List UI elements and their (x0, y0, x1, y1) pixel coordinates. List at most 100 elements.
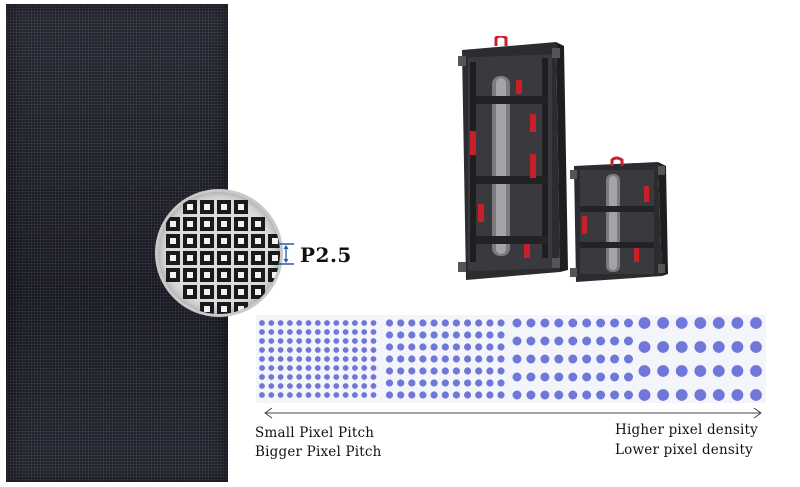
caption-lower-pixel-density: Lower pixel density (615, 442, 753, 458)
led-dot (540, 336, 550, 346)
led-dot (675, 341, 688, 353)
led-dot (408, 367, 416, 375)
magnified-led (251, 285, 265, 299)
led-dot (497, 319, 505, 327)
led-dot (333, 383, 340, 389)
magnified-led (200, 234, 214, 248)
magnified-led (200, 302, 214, 314)
led-dot (361, 383, 368, 389)
led-dot (259, 320, 265, 326)
led-dot (441, 319, 449, 327)
led-dot (486, 367, 494, 375)
led-dot (712, 341, 725, 353)
pitch-group (512, 318, 633, 400)
led-dot (296, 329, 303, 335)
led-dot (296, 365, 303, 371)
led-dot (324, 320, 330, 326)
led-dot (268, 365, 275, 371)
led-dot (712, 365, 725, 377)
magnified-led (268, 251, 280, 265)
led-dot (408, 331, 416, 339)
magnified-led (217, 302, 231, 314)
led-dot (526, 372, 536, 382)
led-dot (408, 343, 416, 351)
led-dot (305, 383, 312, 389)
led-dot (305, 356, 312, 362)
led-dot (268, 320, 275, 326)
led-dot (361, 320, 368, 326)
led-dot (314, 392, 321, 398)
small-cabinet (570, 156, 668, 282)
led-dot (486, 379, 494, 387)
led-dot (452, 355, 460, 363)
pitch-group (638, 317, 762, 401)
led-dot (657, 341, 669, 353)
magnified-led (234, 200, 248, 214)
led-dot (352, 329, 358, 335)
magnified-led (200, 251, 214, 265)
led-dot (352, 338, 358, 344)
magnified-led (183, 234, 197, 248)
led-dot (624, 390, 633, 400)
led-dot (486, 331, 494, 339)
led-dot (430, 379, 438, 387)
led-dot (342, 374, 349, 380)
led-dot (268, 356, 275, 362)
led-dot (638, 365, 651, 377)
led-dot (419, 343, 427, 351)
led-dot (731, 389, 744, 401)
led-dot (277, 392, 284, 398)
led-dot (512, 318, 522, 328)
led-dot (397, 319, 405, 327)
led-dot (568, 390, 578, 400)
led-dot (441, 391, 449, 399)
led-dot (408, 379, 416, 387)
magnified-led (183, 268, 197, 282)
led-dot (452, 367, 460, 375)
magnified-led (183, 285, 197, 299)
led-dot (268, 329, 275, 335)
led-dot (370, 347, 377, 353)
led-dot (287, 329, 293, 335)
led-dot (540, 390, 550, 400)
led-dot (512, 372, 522, 382)
led-dot (361, 392, 368, 398)
led-dot (361, 374, 368, 380)
led-dot (497, 367, 505, 375)
led-dot (370, 374, 377, 380)
led-dot (333, 338, 340, 344)
magnified-led (200, 285, 214, 299)
led-dot (287, 347, 293, 353)
led-dot (333, 392, 340, 398)
led-dot (596, 372, 606, 382)
led-dot (624, 372, 633, 382)
led-dot (277, 320, 284, 326)
led-dot (475, 367, 483, 375)
led-dot (333, 365, 340, 371)
led-dot (430, 355, 438, 363)
led-dot (314, 338, 321, 344)
pixel-pitch-comparison (256, 315, 766, 403)
magnified-led (183, 217, 197, 231)
led-dot (361, 338, 368, 344)
caption-higher-pixel-density: Higher pixel density (615, 422, 758, 438)
led-dot (342, 356, 349, 362)
led-dot (259, 338, 265, 344)
led-dot (352, 374, 358, 380)
led-dot (554, 354, 564, 364)
led-dot (268, 347, 275, 353)
led-dot (657, 365, 669, 377)
pitch-group (259, 320, 377, 398)
magnified-led (268, 268, 280, 282)
led-dot (624, 318, 633, 328)
led-dot (352, 392, 358, 398)
led-dot (750, 317, 762, 329)
led-dot (370, 338, 377, 344)
led-dot (554, 318, 564, 328)
led-dot (277, 338, 284, 344)
led-dot (342, 365, 349, 371)
led-dot (361, 365, 368, 371)
led-dot (333, 356, 340, 362)
led-dot (352, 383, 358, 389)
led-dot (296, 320, 303, 326)
